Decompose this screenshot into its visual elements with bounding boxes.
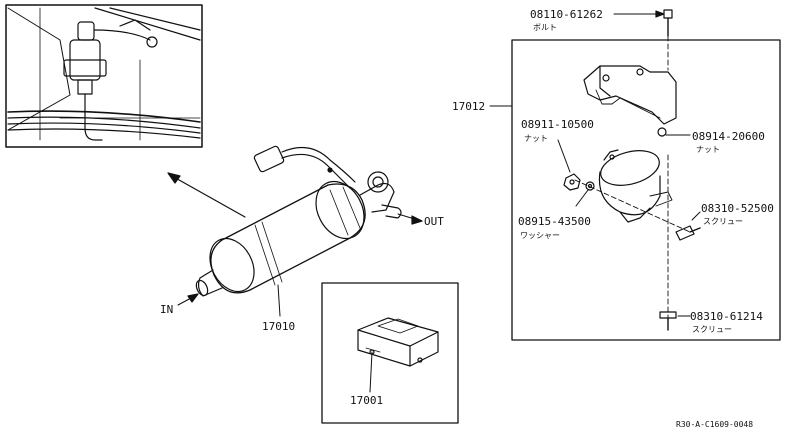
nut-b-name-label: ナット (696, 145, 720, 154)
diagram-code: R30-A-C1609-0048 (676, 420, 753, 429)
pump-label: 17010 (262, 320, 295, 333)
washer-part-label: 08915-43500 (518, 215, 591, 228)
screw-a-part-label: 08310-52500 (701, 202, 774, 215)
washer-name-label: ワッシャー (520, 231, 560, 240)
nut-a-name-label: ナット (524, 134, 548, 143)
bracket-assembly (489, 9, 781, 341)
location-inset (5, 4, 203, 148)
nut-b-part-label: 08914-20600 (692, 130, 765, 143)
outlet-label: OUT (424, 215, 444, 228)
nut-a-part-label: 08911-10500 (521, 118, 594, 131)
module-label: 17001 (350, 394, 383, 407)
inlet-label: IN (160, 303, 173, 316)
screw-b-part-label: 08310-61214 (690, 310, 763, 323)
screw-b-name-label: スクリュー (692, 325, 732, 334)
bolt-name-label: ボルト (533, 23, 557, 32)
bracket-assembly-label: 17012 (452, 100, 485, 113)
fuel-pump (195, 145, 402, 317)
module-inset (321, 282, 459, 424)
bolt-part-label: 08110-61262 (530, 8, 603, 21)
screw-a-name-label: スクリュー (703, 217, 743, 226)
